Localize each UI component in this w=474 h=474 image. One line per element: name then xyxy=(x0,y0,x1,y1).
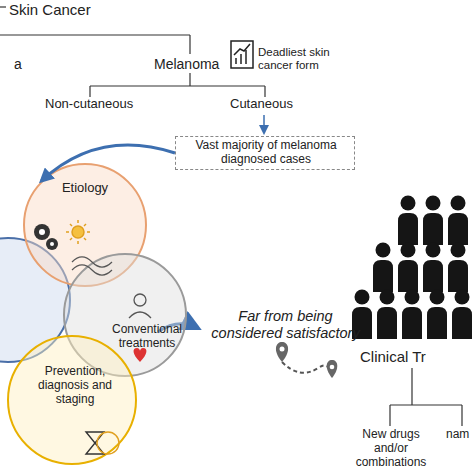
dna-icon xyxy=(72,257,112,275)
node-text: Vast majority of melanoma diagnosed case… xyxy=(180,139,352,167)
note-label: Deadliest skin cancer form xyxy=(258,46,348,72)
branch-label: New drugs and/or combinations xyxy=(350,428,432,469)
dashed-box: Vast majority of melanoma diagnosed case… xyxy=(175,136,355,170)
branch-lines xyxy=(390,368,462,426)
down-arrow xyxy=(263,115,265,133)
conclusion-label: Far from being considered satisfactory xyxy=(203,308,368,341)
branch-label: Cutaneous xyxy=(230,97,293,112)
sun-icon xyxy=(66,220,90,244)
chart-icon xyxy=(231,41,253,68)
gear-icon xyxy=(34,224,58,250)
node-text: Prevention, diagnosis and staging xyxy=(32,365,118,406)
hourglass-icon xyxy=(86,432,119,454)
heart-icon xyxy=(134,348,147,362)
doctor-icon xyxy=(129,294,151,318)
branch-label: Melanoma xyxy=(154,56,219,72)
node-text: Etiology xyxy=(45,181,125,196)
root-label: Skin Cancer xyxy=(9,1,91,18)
route-icon xyxy=(276,342,337,378)
tree-lines xyxy=(0,7,265,97)
branch-label: nam xyxy=(446,428,469,442)
heading-label: Clinical Tr xyxy=(360,348,426,365)
crowd-icon xyxy=(352,196,472,340)
branch-label: a xyxy=(14,56,22,72)
curved-arrow xyxy=(41,145,175,181)
venn-circle: Prevention, diagnosis and staging xyxy=(7,335,137,465)
node-text: Conventional treatments xyxy=(107,323,187,351)
branch-label: Non-cutaneous xyxy=(45,97,133,112)
circle-shape xyxy=(8,336,136,464)
